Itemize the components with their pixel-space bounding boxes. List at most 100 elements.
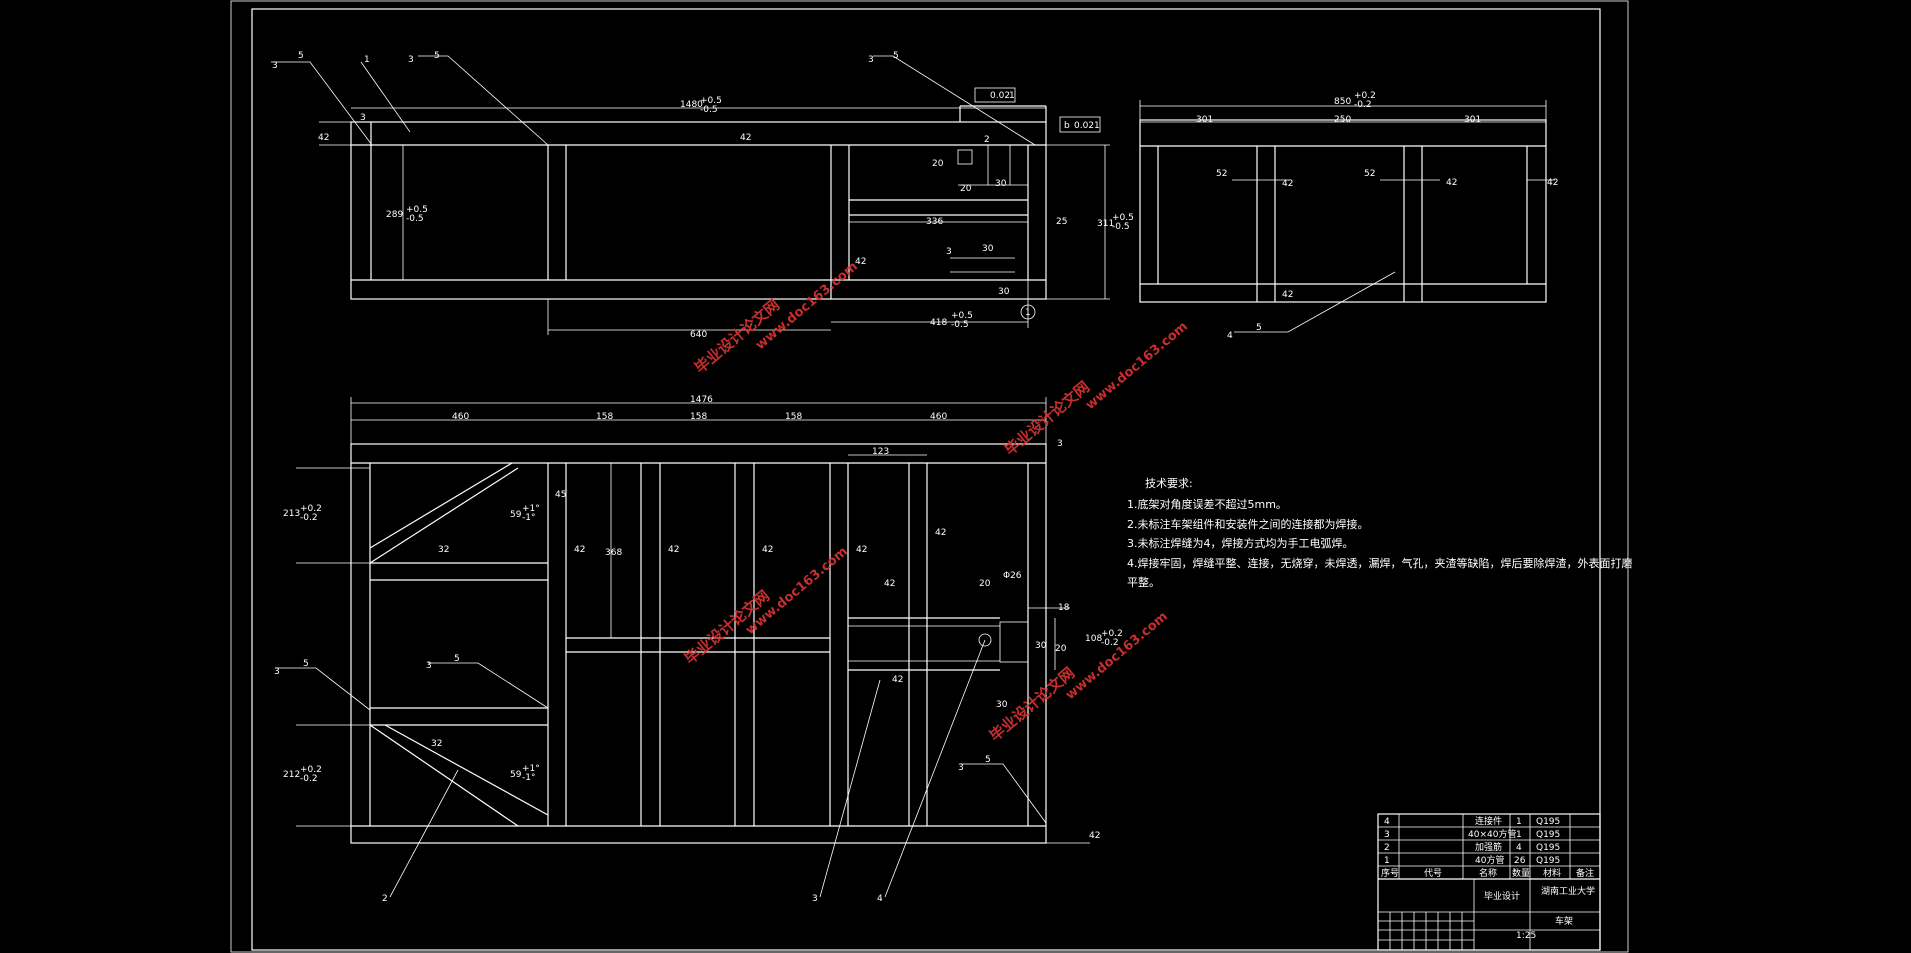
top-overall-dim: 1480 — [680, 100, 703, 110]
front-42g: 42 — [892, 675, 903, 685]
top-42b: 42 — [855, 257, 866, 267]
tb-header-code: 代号 — [1424, 868, 1442, 879]
tb-row3-mat: Q195 — [1536, 843, 1560, 853]
front-108-tl: -0.2 — [1101, 638, 1119, 648]
front-item-3: 3 — [812, 894, 818, 904]
front-460b: 460 — [930, 412, 947, 422]
tb-row4-qty: 26 — [1514, 856, 1526, 866]
front-368: 368 — [605, 548, 622, 558]
side-52b: 52 — [1364, 169, 1375, 179]
top-weld-3: 5 — [893, 51, 899, 61]
tb-scale: 1:25 — [1516, 931, 1536, 941]
front-angle2-tu: +1° — [522, 764, 540, 774]
tb-header-no: 序号 — [1381, 867, 1399, 879]
outer-frame — [230, 0, 1629, 953]
front-42d: 42 — [856, 545, 867, 555]
front-20a: 20 — [979, 579, 991, 589]
tb-drawing-name: 车架 — [1555, 915, 1573, 927]
front-42b: 42 — [668, 545, 679, 555]
tb-row1-mat: Q195 — [1536, 817, 1560, 827]
top-view — [271, 55, 1110, 335]
top-weld-side-3: 3 — [868, 55, 874, 65]
side-weld: 5 — [1256, 323, 1262, 333]
top-25: 25 — [1056, 217, 1067, 227]
gdt1-value: 0.02 — [990, 91, 1010, 101]
front-213-tl: -0.2 — [300, 513, 318, 523]
top-height: 289 — [386, 210, 403, 220]
tb-row2-no: 3 — [1384, 830, 1390, 840]
front-weld-side-1: 3 — [274, 667, 280, 677]
tb-row3-name: 加强筋 — [1475, 841, 1502, 853]
top-30a: 30 — [995, 179, 1007, 189]
note-2: 2.未标注车架组件和安装件之间的连接都为焊接。 — [1127, 517, 1369, 531]
front-32a: 32 — [438, 545, 449, 555]
front-weld-2: 5 — [454, 654, 460, 664]
side-52a: 52 — [1216, 169, 1227, 179]
top-weld-1: 5 — [298, 51, 304, 61]
front-angle1: 59 — [510, 510, 522, 520]
front-158a: 158 — [596, 412, 613, 422]
side-301a: 301 — [1196, 115, 1213, 125]
note-4: 4.焊接牢固，焊缝平整、连接，无烧穿，未焊透，漏焊，气孔，夹渣等缺陷，焊后要除焊… — [1127, 556, 1633, 570]
front-42f: 42 — [884, 579, 895, 589]
side-301b: 301 — [1464, 115, 1481, 125]
top-item-1: 1 — [364, 55, 370, 65]
tb-design: 毕业设计 — [1484, 890, 1520, 902]
front-212-tl: -0.2 — [300, 774, 318, 784]
tb-row4-no: 1 — [1384, 856, 1390, 866]
top-42: 42 — [740, 133, 751, 143]
side-250: 250 — [1334, 115, 1351, 125]
note-1: 1.底架对角度误差不超过5mm。 — [1127, 497, 1287, 511]
tb-row2-mat: Q195 — [1536, 830, 1560, 840]
tb-row4-name: 40方管 — [1475, 854, 1504, 866]
front-42e: 42 — [935, 528, 946, 538]
front-460a: 460 — [452, 412, 469, 422]
top-640: 640 — [690, 330, 707, 340]
front-20b: 20 — [1055, 644, 1067, 654]
tb-header-qty: 数量 — [1512, 867, 1530, 879]
gdt1-ref: 1 — [1009, 91, 1015, 101]
front-108-tu: +0.2 — [1101, 629, 1123, 639]
top-311: 311 — [1097, 219, 1114, 229]
watermarks: 毕业设计论文网 www.doc163.com www.doc163.com 毕业… — [681, 259, 1191, 745]
side-overall: 850 — [1334, 97, 1351, 107]
tb-school: 湖南工业大学 — [1541, 885, 1595, 897]
side-42a: 42 — [1282, 179, 1293, 189]
front-32b: 32 — [431, 739, 442, 749]
gdt2-ref: 1 — [1094, 121, 1100, 131]
top-datum: 1 — [1025, 308, 1031, 318]
front-213: 213 — [283, 509, 300, 519]
note-5: 平整。 — [1127, 575, 1160, 589]
watermark-cn-2: 毕业设计论文网 — [1001, 378, 1093, 459]
top-weld-2: 5 — [434, 51, 440, 61]
top-418: 418 — [930, 318, 947, 328]
top-left-3: 3 — [360, 113, 366, 123]
front-weld-side-3: 3 — [958, 763, 964, 773]
tb-row3-no: 2 — [1384, 843, 1390, 853]
front-weld-1: 5 — [303, 659, 309, 669]
tb-row2-qty: 1 — [1516, 830, 1522, 840]
front-42a: 42 — [574, 545, 585, 555]
top-311-tl: -0.5 — [1112, 222, 1130, 232]
top-30c: 30 — [998, 287, 1010, 297]
front-18: 18 — [1058, 603, 1070, 613]
gdt2-label: b — [1064, 121, 1070, 131]
front-item-4: 4 — [877, 894, 883, 904]
front-45: 45 — [555, 490, 566, 500]
tb-row2-name: 40×40方管 — [1468, 828, 1516, 840]
front-108: 108 — [1085, 634, 1102, 644]
front-weld-side-2: 3 — [426, 661, 432, 671]
front-view — [275, 397, 1090, 898]
front-212: 212 — [283, 770, 300, 780]
front-weld-3: 5 — [985, 755, 991, 765]
side-42d: 42 — [1282, 290, 1293, 300]
top-height-tl: -0.5 — [406, 214, 424, 224]
top-weld-side-1: 3 — [272, 61, 278, 71]
front-123: 123 — [872, 447, 889, 457]
notes-title: 技术要求: — [1145, 477, 1193, 490]
top-311-tu: +0.5 — [1112, 213, 1134, 223]
note-3: 3.未标注焊缝为4，焊接方式均为手工电弧焊。 — [1127, 536, 1354, 550]
top-overall-tol-u: +0.5 — [700, 96, 722, 106]
tb-row4-mat: Q195 — [1536, 856, 1560, 866]
